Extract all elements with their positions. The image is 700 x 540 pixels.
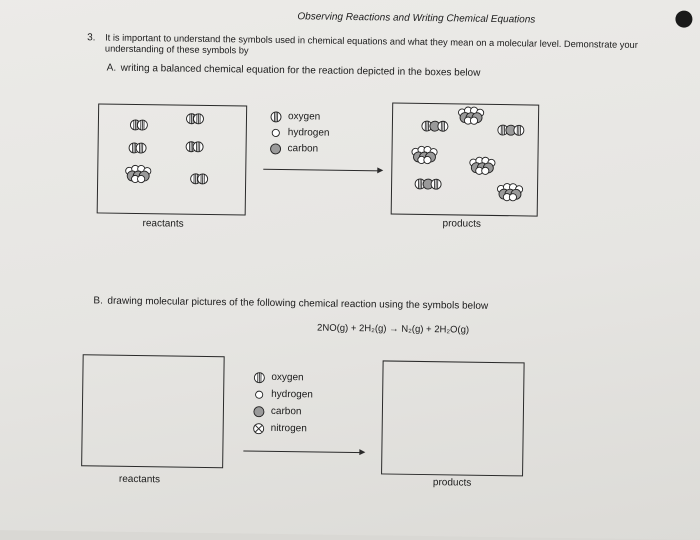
reaction-arrow-a bbox=[263, 169, 381, 172]
legend-b-nitrogen-label: nitrogen bbox=[271, 423, 307, 435]
part-a-text: writing a balanced chemical equation for… bbox=[121, 63, 481, 79]
legend-b-oxygen-label: oxygen bbox=[271, 372, 303, 383]
legend-b-carbon-label: carbon bbox=[271, 406, 302, 417]
legend-b-hydrogen-label: hydrogen bbox=[271, 389, 313, 401]
products-box-b bbox=[381, 360, 525, 476]
question-number: 3. bbox=[87, 32, 95, 43]
legend-a-hydrogen-label: hydrogen bbox=[288, 127, 330, 139]
products-box-a bbox=[391, 103, 540, 217]
oxygen-atom-icon bbox=[253, 372, 265, 384]
hydrogen-atom-icon bbox=[253, 389, 265, 401]
part-b-equation: 2NO(g) + 2H₂(g) → N₂(g) + 2H₂O(g) bbox=[317, 323, 469, 336]
part-b-label: B. bbox=[93, 295, 103, 306]
nitrogen-atom-icon bbox=[253, 423, 265, 435]
carbon-atom-icon bbox=[253, 406, 265, 418]
product-molecules bbox=[392, 104, 539, 216]
products-label-b: products bbox=[433, 477, 472, 489]
reactants-label-a: reactants bbox=[142, 218, 183, 230]
part-a-label: A. bbox=[107, 63, 117, 74]
carbon-atom-icon bbox=[269, 143, 281, 155]
reaction-arrow-b bbox=[243, 451, 363, 454]
hydrogen-atom-icon bbox=[270, 127, 282, 139]
page-header: Observing Reactions and Writing Chemical… bbox=[297, 11, 535, 25]
legend-a-oxygen-label: oxygen bbox=[288, 111, 320, 122]
reactants-box-a bbox=[97, 103, 248, 215]
oxygen-atom-icon bbox=[270, 111, 282, 123]
reactants-label-b: reactants bbox=[119, 474, 160, 486]
question-text-line2: understanding of these symbols by bbox=[105, 44, 249, 56]
punch-hole bbox=[675, 10, 692, 27]
reactant-molecules bbox=[98, 104, 246, 214]
reactants-box-b bbox=[81, 354, 225, 468]
part-b-text: drawing molecular pictures of the follow… bbox=[107, 296, 488, 312]
legend-a-carbon-label: carbon bbox=[288, 143, 319, 154]
products-label-a: products bbox=[442, 218, 481, 230]
